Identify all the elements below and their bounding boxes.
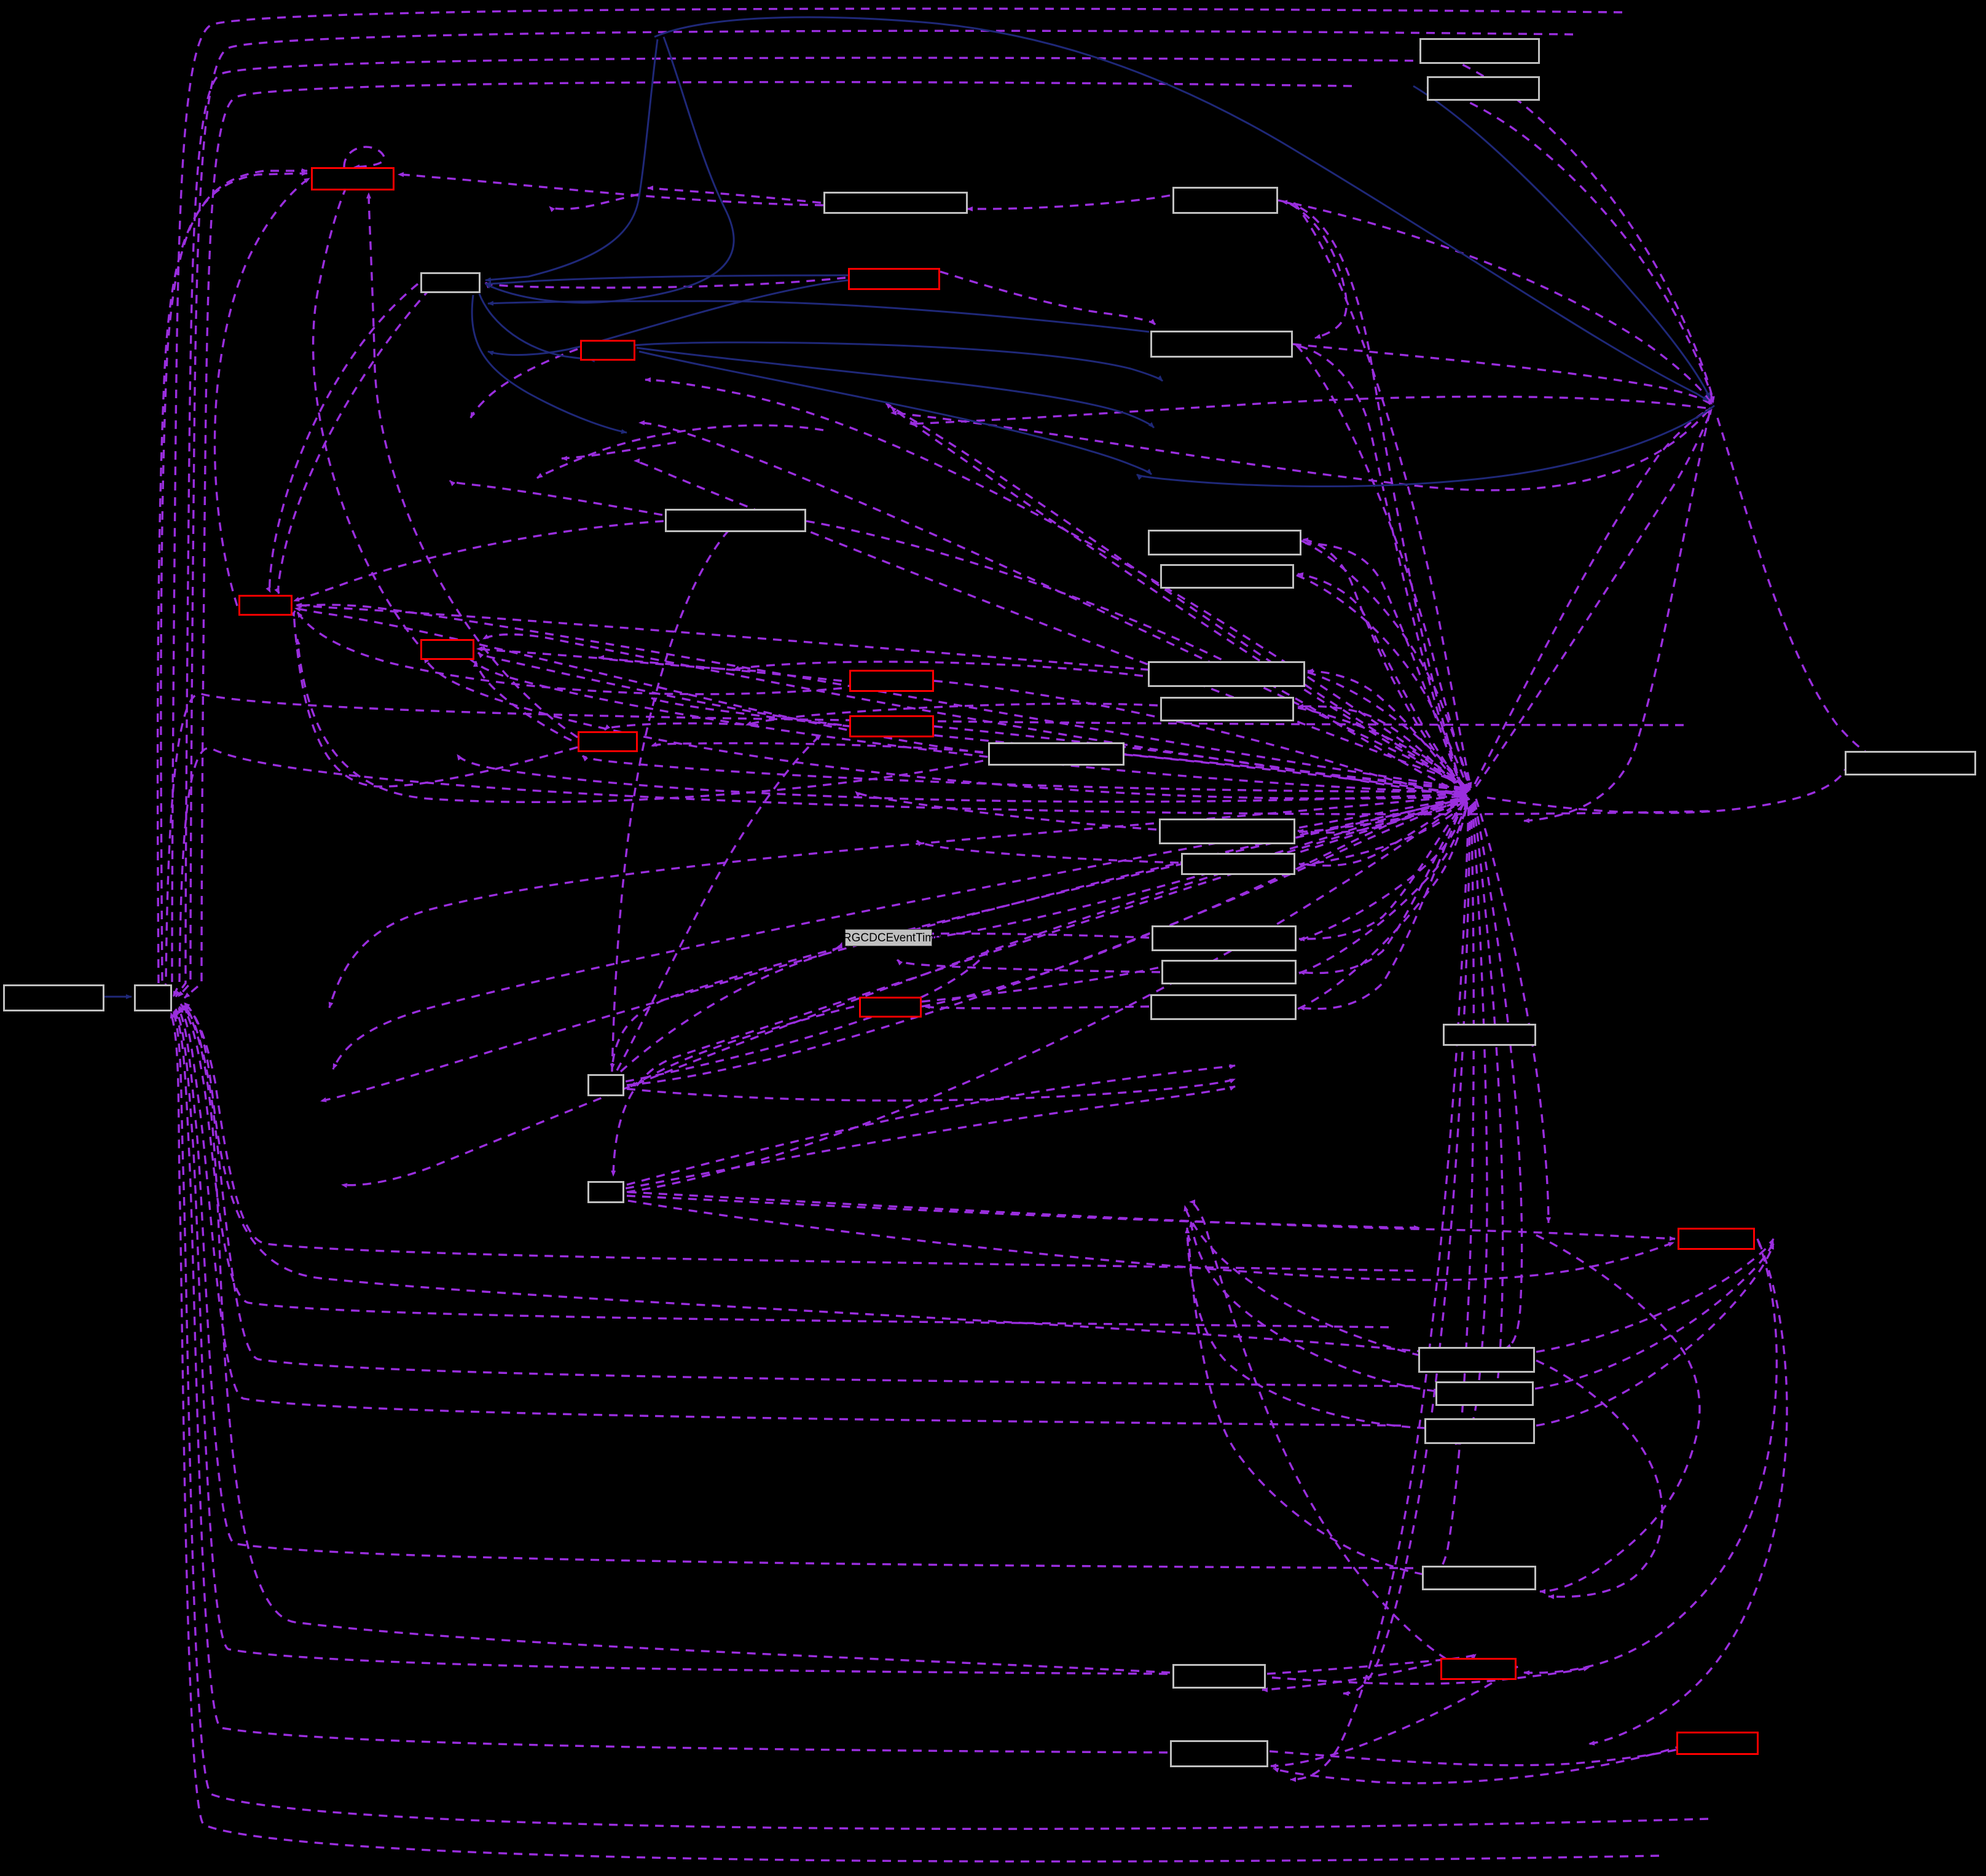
node-root-entry[interactable] (134, 984, 172, 1011)
node-red-bottom-2[interactable] (1676, 1732, 1759, 1755)
node-gray-far-right[interactable] (1845, 751, 1976, 775)
node-red-mid-3[interactable] (849, 670, 934, 692)
node-gray-mid-12[interactable] (1150, 994, 1297, 1020)
node-gray-left-2[interactable] (587, 1181, 624, 1203)
node-gray-bottom-2[interactable] (1170, 1740, 1268, 1767)
node-gray-right-1[interactable] (1443, 1024, 1536, 1046)
node-gray-mid-11[interactable] (1161, 960, 1297, 984)
node-gray-left-1[interactable] (587, 1074, 624, 1096)
node-red-mid-1[interactable] (848, 268, 940, 290)
node-gray-right-3[interactable] (1435, 1381, 1534, 1406)
node-label: TRGCDCEventTime (836, 931, 941, 944)
node-gray-mid-9[interactable] (1181, 853, 1295, 875)
node-gray-mid-4[interactable] (1160, 564, 1294, 589)
node-top-1[interactable] (1419, 38, 1540, 64)
node-red-left-3[interactable] (578, 731, 638, 752)
node-gray-mid-2[interactable] (665, 509, 806, 532)
node-gray-right-2[interactable] (1418, 1347, 1535, 1373)
node-mid-top-gray-1[interactable] (823, 192, 968, 214)
node-top-2[interactable] (1427, 76, 1540, 101)
node-gray-mid-3[interactable] (1148, 530, 1301, 555)
node-gray-bottom-1[interactable] (1172, 1664, 1266, 1689)
node-mid-top-gray-2[interactable] (1172, 187, 1278, 214)
node-red-mid-4[interactable] (849, 715, 934, 737)
node-gray-mid-1[interactable] (1150, 331, 1293, 358)
node-red-left-1[interactable] (238, 595, 292, 616)
node-red-mid-5[interactable] (859, 997, 922, 1018)
node-red-selfloop[interactable] (311, 167, 394, 190)
node-gray-mid-6[interactable] (1160, 697, 1294, 721)
node-red-mid-2[interactable] (580, 340, 635, 361)
node-gray-mid-5[interactable] (1148, 661, 1305, 687)
node-gray-right-4[interactable] (1424, 1418, 1535, 1444)
node-focus[interactable]: TRGCDCEventTime (836, 929, 941, 946)
node-root-left[interactable] (3, 984, 104, 1011)
node-red-left-2[interactable] (420, 639, 474, 660)
node-gray-mid-10[interactable] (1152, 925, 1297, 951)
node-red-right-1[interactable] (1678, 1228, 1755, 1250)
node-gray-mid-8[interactable] (1159, 818, 1295, 844)
node-red-bottom-1[interactable] (1440, 1658, 1517, 1680)
node-hub-gray-small[interactable] (420, 272, 481, 293)
node-gray-right-5[interactable] (1422, 1566, 1536, 1590)
node-gray-mid-7[interactable] (988, 742, 1124, 766)
